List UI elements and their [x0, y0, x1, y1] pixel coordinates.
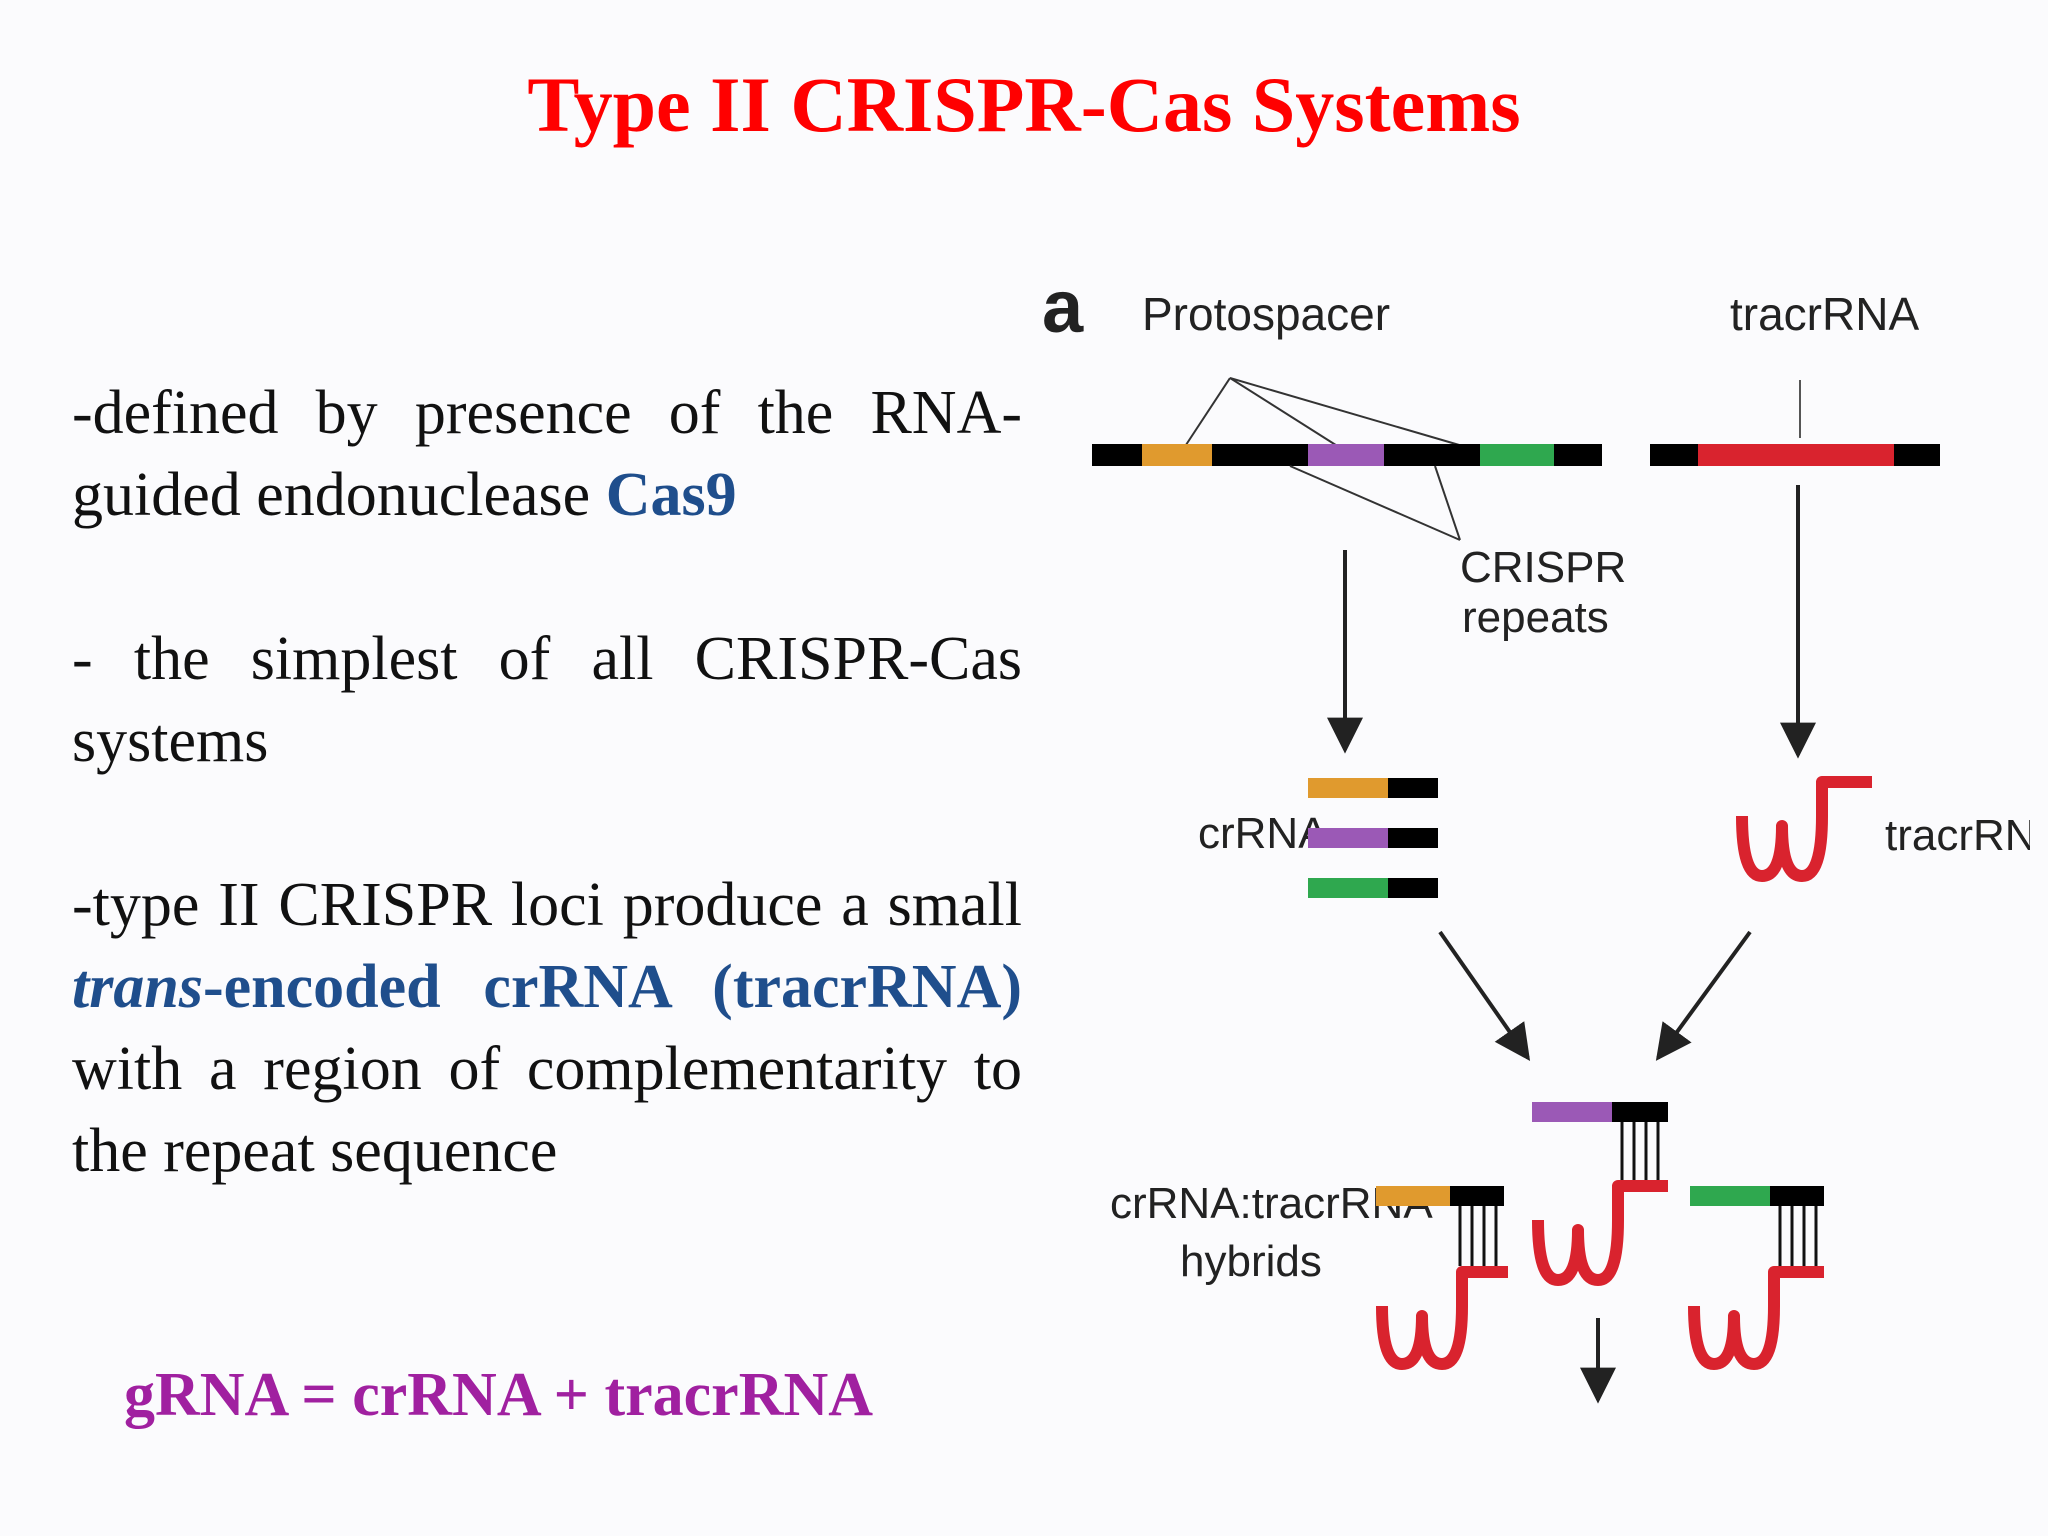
locus-end-repeat — [1554, 444, 1602, 466]
protospacer-label: Protospacer — [1142, 288, 1390, 340]
spacer-purple — [1308, 444, 1384, 466]
spacer-green — [1480, 444, 1554, 466]
crrna-purple-repeat — [1388, 828, 1438, 848]
crrna-green-spacer — [1308, 878, 1388, 898]
cas9-highlight: Cas9 — [605, 461, 737, 529]
tracrrna-mid-label: tracrRNA — [1885, 811, 2030, 860]
crrna-label: crRNA — [1198, 809, 1328, 858]
trans-encoded-crrna: -encoded crRNA (tracrRNA) — [202, 953, 1022, 1021]
crrna-purple-spacer — [1308, 828, 1388, 848]
hybrid-purple — [1532, 1102, 1668, 1286]
bullet-tracrrna: -type II CRISPR loci produce a small tra… — [72, 864, 1022, 1192]
tracrrna-hairpin — [1736, 776, 1872, 882]
crispr-type-ii-diagram: a Protospacer tracrRNA CRISPR repeats cr… — [1042, 265, 2030, 1404]
grna-formula: gRNA = crRNA + tracrRNA — [124, 1361, 874, 1429]
arrow-crrna-to-hybrid — [1438, 930, 1531, 1061]
crrna-set — [1308, 778, 1438, 898]
hybrids-label-2: hybrids — [1180, 1237, 1322, 1286]
crrna-orange-spacer — [1308, 778, 1388, 798]
bullet-tracrrna-suffix: with a region of complementarity to the … — [72, 1035, 1022, 1185]
tracrrna-top-label: tracrRNA — [1730, 288, 1919, 340]
crispr-repeats-label-1: CRISPR — [1460, 543, 1626, 592]
slide-title: Type II CRISPR-Cas Systems — [527, 61, 1521, 148]
tracr-locus-gene — [1698, 444, 1894, 466]
trans-italic: trans — [72, 953, 203, 1021]
hybrid-orange — [1376, 1186, 1508, 1370]
bullet-simplest: - the simplest of all CRISPR-Cas systems — [72, 625, 1022, 775]
spacer-orange — [1142, 444, 1212, 466]
bullet-tracrrna-prefix: -type II CRISPR loci produce a small — [72, 871, 1022, 939]
repeat-pointers — [1289, 465, 1461, 541]
crrna-green-repeat — [1388, 878, 1438, 898]
bullet-cas9: -defined by presence of the RNA-guided e… — [72, 372, 1022, 536]
hybrid-green — [1688, 1186, 1824, 1370]
panel-letter-a: a — [1042, 265, 1084, 348]
bullet-cas9-text: -defined by presence of the RNA-guided e… — [72, 379, 1022, 529]
crrna-orange-repeat — [1388, 778, 1438, 798]
tracrrna-locus — [1650, 444, 1940, 466]
crispr-locus — [1092, 444, 1602, 466]
arrow-tracrrna-to-hybrid — [1655, 930, 1752, 1061]
crispr-repeats-label-2: repeats — [1462, 593, 1609, 642]
protospacer-pointers — [1179, 377, 1491, 455]
